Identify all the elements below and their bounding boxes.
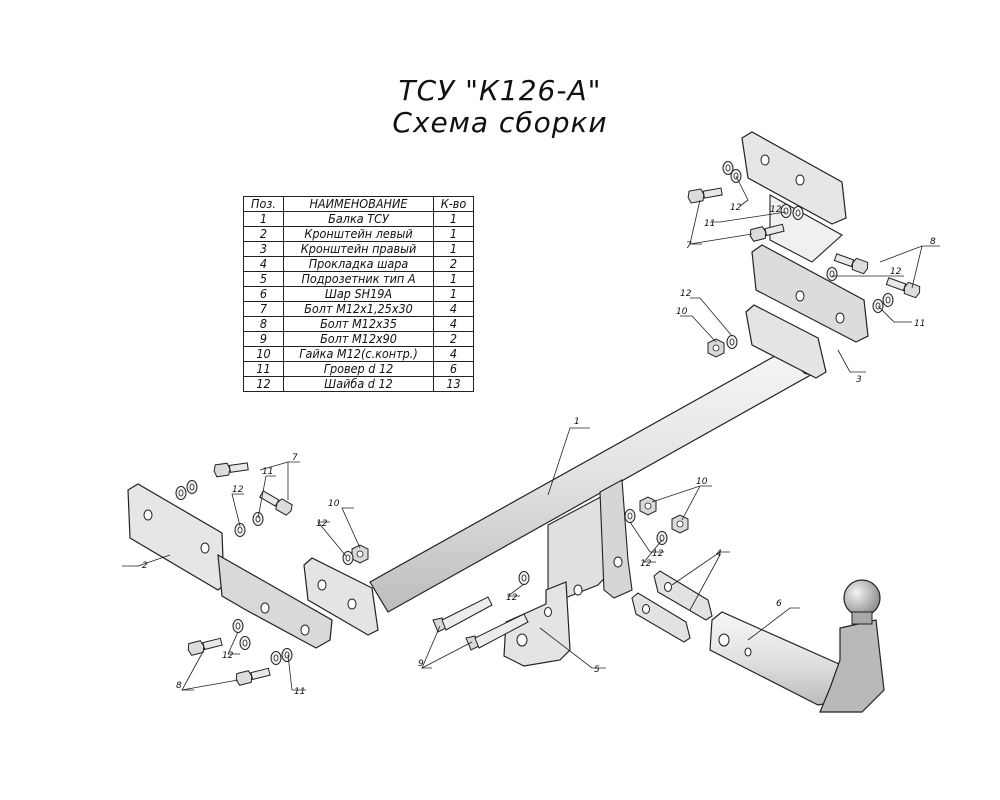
- cell-name: Кронштейн левый: [283, 226, 434, 242]
- callout-11-left-top: 11: [262, 467, 273, 477]
- callout-12-beam-left: 12: [316, 519, 328, 529]
- leader-lines: [122, 175, 940, 691]
- callout-8-left: 8: [176, 681, 182, 691]
- callout-12-beam-right: 12: [680, 289, 692, 299]
- callout-12-center-b: 12: [640, 559, 652, 569]
- callout-7-right: 7: [686, 241, 692, 251]
- diagram-subtitle: Схема сборки: [392, 106, 608, 139]
- ball-spacers-part-4: [631, 570, 713, 643]
- callout-8-right: 8: [930, 237, 936, 247]
- diagram-title: ТСУ "К126-А": [398, 74, 602, 107]
- callout-12-socket: 12: [506, 593, 518, 603]
- cell-name: Подрозетник тип А: [283, 271, 434, 287]
- callout-12-right-bottom: 12: [890, 267, 902, 277]
- callout-12-right-top-b: 12: [770, 205, 782, 215]
- cell-qty: 1: [433, 271, 474, 287]
- cell-name: Шайба d 12: [283, 376, 434, 392]
- callout-3: 3: [856, 375, 862, 385]
- cell-name: Прокладка шара: [283, 256, 434, 272]
- callout-10-right: 10: [676, 307, 688, 317]
- cell-pos: 11: [243, 361, 284, 377]
- callout-2: 2: [142, 561, 148, 571]
- callout-11-right-top: 11: [704, 219, 715, 229]
- cell-name: Шар SH19A: [283, 286, 434, 302]
- callout-5: 5: [594, 665, 600, 675]
- callout-labels: 1 2 3 4 5 6 7 7 8 8 9 10 10 10 11 11 11 …: [142, 203, 936, 697]
- callout-6: 6: [776, 599, 782, 609]
- callout-7-left: 7: [292, 453, 298, 463]
- cell-name: Болт М12х90: [283, 331, 434, 347]
- beam-part-1: [303, 304, 827, 636]
- callout-4: 4: [716, 549, 722, 559]
- callout-11-left-bottom: 11: [294, 687, 305, 697]
- callout-9: 9: [418, 659, 424, 669]
- callout-10-left: 10: [328, 499, 340, 509]
- long-bolts-part-9: [432, 596, 529, 651]
- callout-12-right-top-a: 12: [730, 203, 742, 213]
- socket-plate-part-5: [503, 581, 571, 667]
- callout-12-center-a: 12: [652, 549, 664, 559]
- left-bracket-part-2: [127, 483, 333, 649]
- callout-11-right-bottom: 11: [914, 319, 925, 329]
- cell-name: Гайка М12(с.контр.): [283, 346, 434, 362]
- callout-1: 1: [574, 417, 580, 427]
- cell-qty: 13: [433, 376, 474, 392]
- callout-12-left-top: 12: [232, 485, 244, 495]
- parts-table-header: Поз. НАИМЕНОВАНИЕ К-во: [243, 196, 474, 212]
- callout-12-left-bottom: 12: [222, 651, 234, 661]
- callout-10-center: 10: [696, 477, 708, 487]
- header-pos: Поз.: [243, 196, 284, 212]
- tow-ball-part-6: [709, 579, 885, 713]
